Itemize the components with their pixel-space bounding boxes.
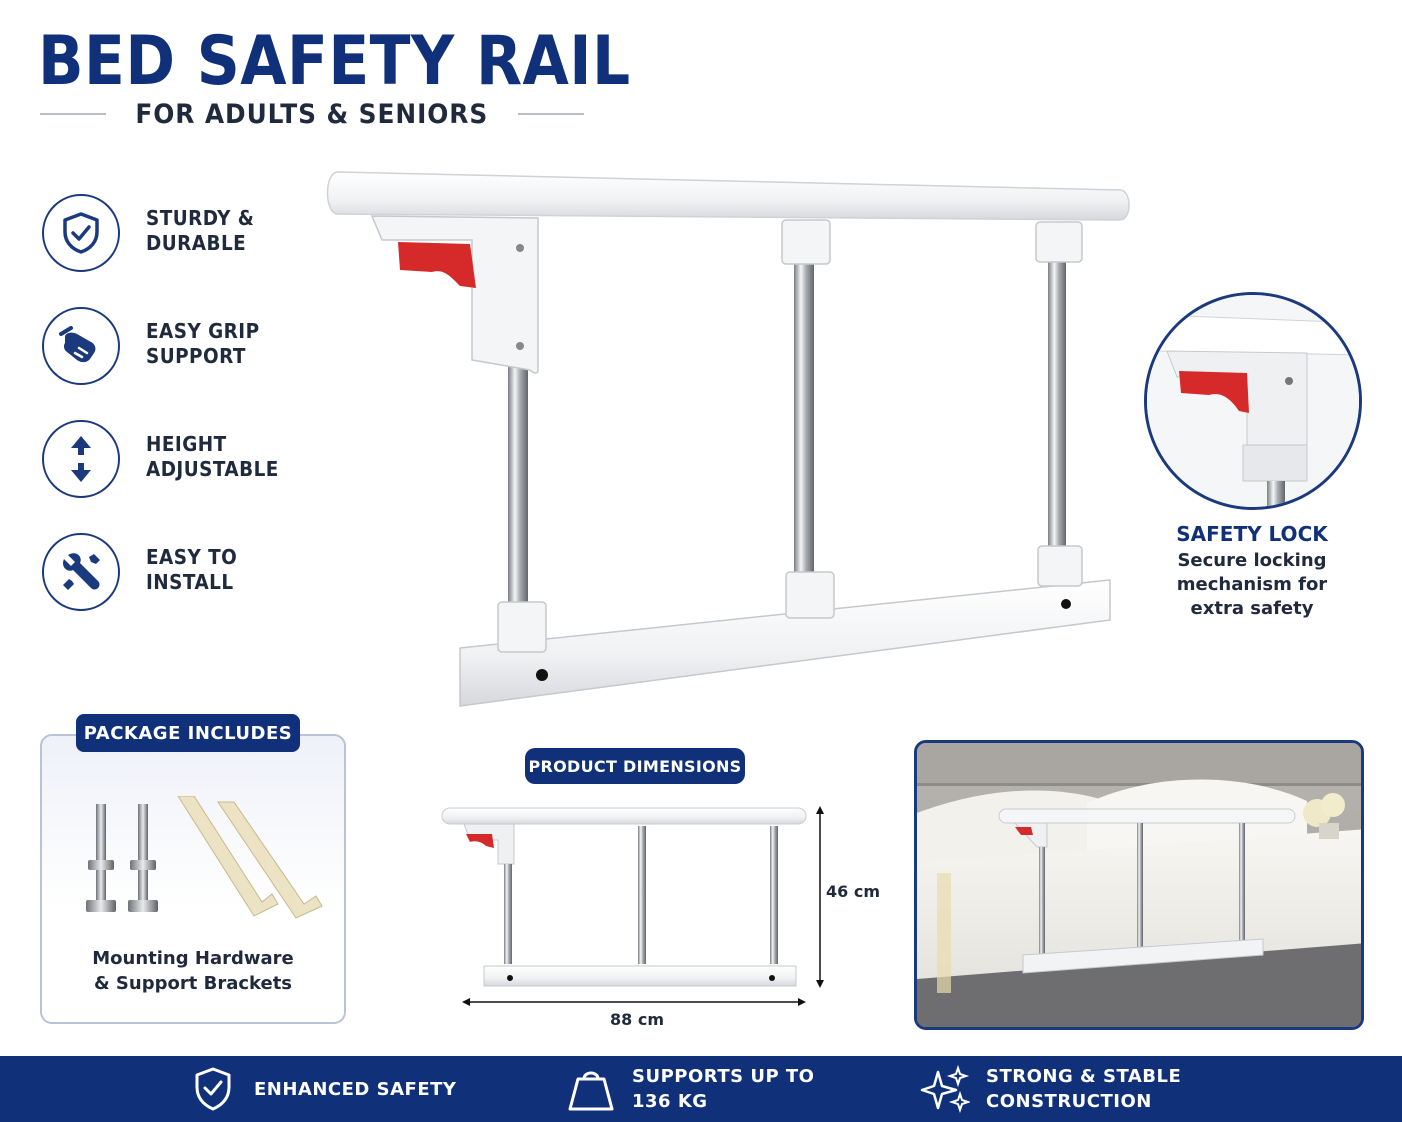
footer-enhanced-safety: ENHANCED SAFETY — [188, 1056, 456, 1122]
width-dimension: 88 cm — [610, 1010, 664, 1029]
shield-check-icon — [188, 1064, 238, 1114]
bed-scene-image — [917, 743, 1361, 1027]
feature-sturdy: STURDY &DURABLE — [42, 194, 342, 274]
lock-detail-image — [1147, 295, 1359, 507]
dimensions-diagram — [441, 806, 824, 1006]
hand-grip-icon — [42, 307, 120, 385]
package-caption: Mounting Hardware & Support Brackets — [92, 948, 294, 994]
bed-rail-product-image — [326, 171, 1130, 707]
footer-label: STRONG & STABLE CONSTRUCTION — [986, 1066, 1182, 1112]
footer-supports-weight: SUPPORTS UP TO 136 KG — [566, 1056, 814, 1122]
safety-lock-description: Secure locking mechanism for extra safet… — [1176, 550, 1328, 619]
height-dimension: 46 cm — [826, 882, 880, 901]
vertical-arrows-icon — [42, 420, 120, 498]
subtitle-row: FOR ADULTS & SENIORS — [40, 98, 584, 130]
shield-check-icon — [42, 194, 120, 272]
footer-label: ENHANCED SAFETY — [254, 1078, 457, 1100]
weight-icon — [566, 1064, 616, 1114]
product-dimensions-badge: PRODUCT DIMENSIONS — [525, 748, 745, 784]
safety-lock-zoom — [1144, 292, 1362, 510]
safety-lock-title: SAFETY LOCK — [1176, 522, 1328, 546]
divider-left — [40, 113, 107, 115]
footer-bar: ENHANCED SAFETY SUPPORTS UP TO 136 KG ST… — [0, 1056, 1402, 1122]
tools-icon — [42, 533, 120, 611]
page-subtitle: FOR ADULTS & SENIORS — [135, 98, 489, 130]
hardware-image — [86, 796, 323, 919]
page-title: BED SAFETY RAIL — [38, 22, 631, 101]
footer-label: SUPPORTS UP TO 136 KG — [632, 1066, 815, 1112]
feature-label: STURDY &DURABLE — [146, 206, 255, 255]
bed-scene-photo — [914, 740, 1364, 1030]
package-includes-badge: PACKAGE INCLUDES — [76, 714, 300, 752]
package-includes-box — [40, 734, 346, 1024]
footer-strong-stable: STRONG & STABLE CONSTRUCTION — [920, 1056, 1181, 1122]
divider-right — [517, 113, 584, 115]
sparkle-icon — [920, 1064, 970, 1114]
